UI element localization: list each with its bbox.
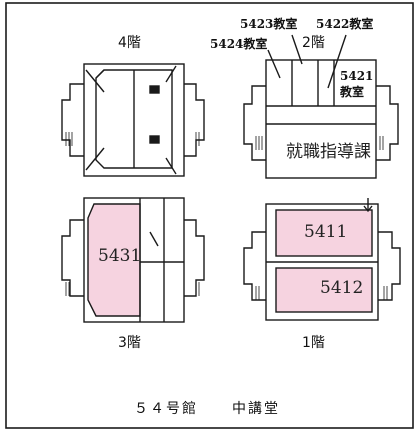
floor-2-plan xyxy=(243,34,399,179)
room-5412-label: 5412 xyxy=(320,278,364,298)
career-office-label: 就職指導課 xyxy=(286,142,371,162)
floor-4-plan xyxy=(61,63,205,177)
hall-name: 中講堂 xyxy=(232,401,280,417)
room-5411-label: 5411 xyxy=(304,222,348,242)
floor-3-plan xyxy=(61,197,205,323)
room-5412-area xyxy=(275,267,373,313)
room-5421-number: 5421 xyxy=(340,69,374,83)
room-5411-area xyxy=(275,209,373,257)
room-5421-label: 教室 xyxy=(340,85,365,99)
floor-2-label: 2階 xyxy=(302,35,325,51)
floor-4-label: 4階 xyxy=(118,35,141,51)
building-name: ５４号館 xyxy=(134,401,198,417)
map-frame xyxy=(5,2,414,429)
room-5431-label: 5431 xyxy=(98,246,142,266)
room-5422-label: 5422教室 xyxy=(316,17,374,31)
floor-3-label: 3階 xyxy=(118,335,141,351)
room-5423-label: 5423教室 xyxy=(240,17,298,31)
floor-1-label: 1階 xyxy=(302,335,325,351)
room-5424-label: 5424教室 xyxy=(210,37,268,51)
floor-1-plan xyxy=(243,198,401,321)
